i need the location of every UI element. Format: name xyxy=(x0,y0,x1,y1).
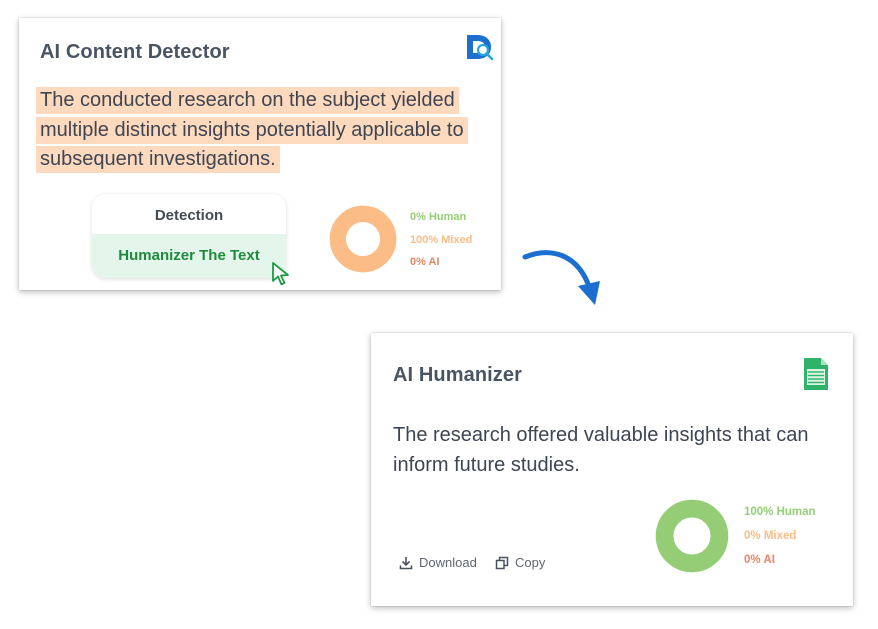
ai-humanizer-card: AI Humanizer The research offered valuab… xyxy=(371,333,853,606)
detection-panel: Detection Humanizer The Text xyxy=(92,194,286,278)
detector-result-donut-chart xyxy=(329,205,397,273)
humanizer-legend-ai: 0% AI xyxy=(744,554,775,566)
detector-legend-ai: 0% AI xyxy=(410,256,440,268)
document-icon xyxy=(804,358,828,390)
detector-title: AI Content Detector xyxy=(40,41,230,63)
humanizer-title: AI Humanizer xyxy=(393,364,523,386)
humanizer-result-donut-chart xyxy=(655,499,729,573)
copy-label: Copy xyxy=(515,555,546,570)
flow-arrow-icon xyxy=(522,250,600,305)
humanizer-legend-mixed: 0% Mixed xyxy=(744,530,797,542)
download-label: Download xyxy=(419,555,477,570)
copy-button[interactable]: Copy xyxy=(495,555,545,570)
download-button[interactable]: Download xyxy=(399,555,477,570)
humanizer-legend-human: 100% Human xyxy=(744,506,816,518)
detector-result-legend: 0% Human 100% Mixed 0% AI xyxy=(410,211,472,279)
copy-icon xyxy=(495,556,509,569)
cursor-pointer-icon xyxy=(272,262,289,286)
detector-legend-mixed: 100% Mixed xyxy=(410,233,473,246)
detector-logo-icon xyxy=(467,35,494,61)
detector-legend-human: 0% Human xyxy=(410,211,467,223)
download-icon xyxy=(399,556,413,569)
humanizer-result-legend: 100% Human 0% Mixed 0% AI xyxy=(744,506,816,578)
humanize-text-button[interactable]: Humanizer The Text xyxy=(92,234,286,278)
detection-label: Detection xyxy=(154,207,224,224)
detector-input-text: The conducted research on the subject yi… xyxy=(36,86,468,175)
ai-content-detector-card: AI Content Detector The conducted resear… xyxy=(19,18,501,290)
humanized-output-text: The research offered valuable insights t… xyxy=(393,424,809,476)
